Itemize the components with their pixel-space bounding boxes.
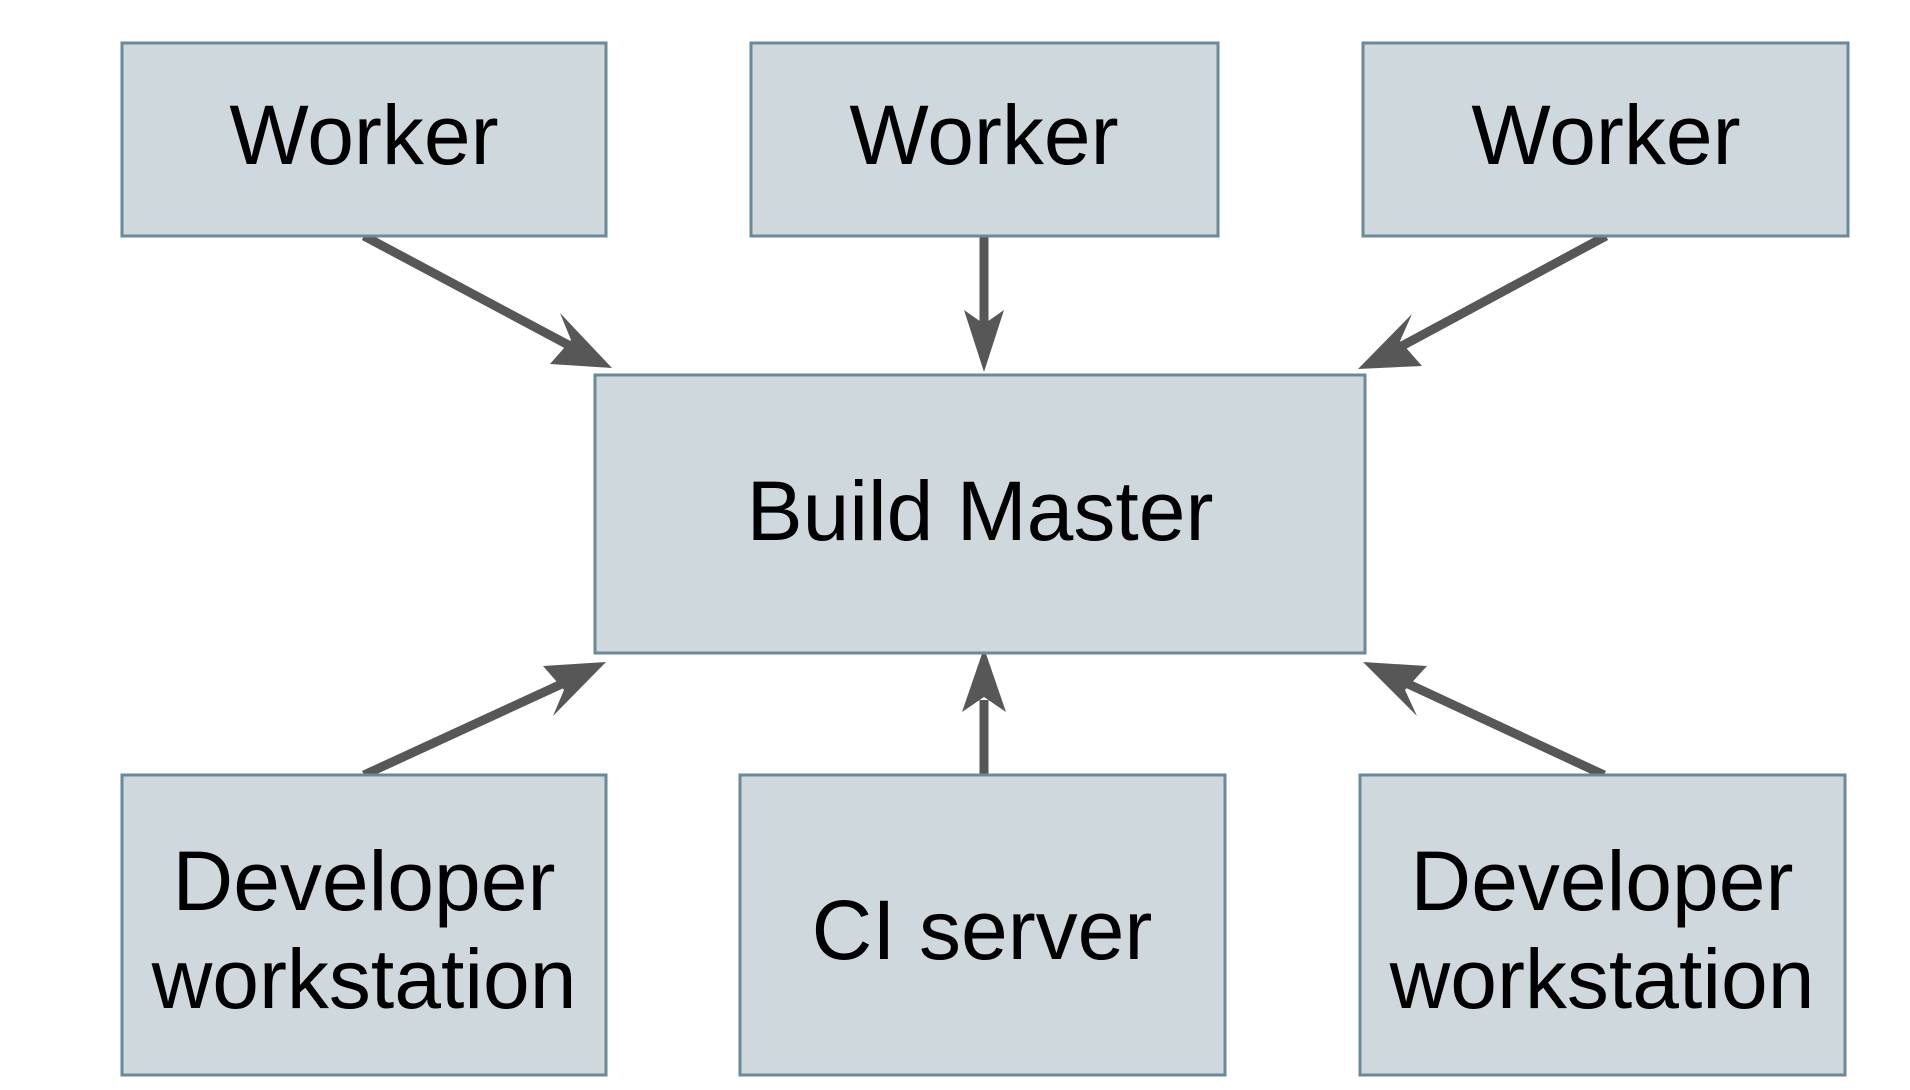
node-developer-workstation-left-label-line1: Developer bbox=[173, 834, 556, 928]
edge-shaft bbox=[1402, 677, 1606, 780]
node-developer-workstation-left-box bbox=[120, 773, 608, 1077]
edge-worker-3-to-build-master[interactable] bbox=[1358, 232, 1609, 369]
node-ci-server-label: CI server bbox=[812, 883, 1153, 977]
node-worker-2[interactable]: Worker bbox=[749, 41, 1220, 238]
edge-layer bbox=[361, 232, 1609, 780]
node-build-master[interactable]: Build Master bbox=[593, 373, 1367, 655]
node-layer: Worker Worker Worker Build Master Develo… bbox=[120, 41, 1850, 1077]
node-ci-server[interactable]: CI server bbox=[738, 773, 1227, 1077]
edge-ci-server-to-build-master[interactable] bbox=[962, 648, 1006, 775]
arrowhead-icon bbox=[1358, 314, 1422, 369]
node-worker-1[interactable]: Worker bbox=[120, 41, 608, 238]
node-build-master-box bbox=[593, 373, 1367, 655]
node-developer-workstation-left-label-line2: workstation bbox=[151, 932, 577, 1026]
edge-developer-workstation-right-to-build-master[interactable] bbox=[1363, 662, 1606, 780]
edge-shaft bbox=[361, 232, 577, 352]
edge-shaft bbox=[1397, 232, 1609, 351]
node-worker-2-label: Worker bbox=[849, 88, 1118, 182]
node-developer-workstation-right-label-line1: Developer bbox=[1411, 834, 1794, 928]
arrowhead-icon bbox=[1363, 662, 1427, 716]
node-worker-2-box bbox=[749, 41, 1220, 238]
node-worker-1-box bbox=[120, 41, 608, 238]
node-developer-workstation-right-label-line2: workstation bbox=[1389, 932, 1815, 1026]
node-worker-3-label: Worker bbox=[1471, 88, 1740, 182]
node-developer-workstation-right-box bbox=[1358, 773, 1847, 1077]
node-worker-3-box bbox=[1361, 41, 1850, 238]
edge-worker-2-to-build-master[interactable] bbox=[964, 236, 1004, 372]
arrowhead-icon bbox=[964, 310, 1004, 372]
node-developer-workstation-left[interactable]: Developer workstation bbox=[120, 773, 608, 1077]
edge-shaft bbox=[362, 677, 568, 780]
edge-developer-workstation-left-to-build-master[interactable] bbox=[362, 662, 606, 780]
node-developer-workstation-right[interactable]: Developer workstation bbox=[1358, 773, 1847, 1077]
node-build-master-label: Build Master bbox=[747, 464, 1214, 558]
edge-worker-1-to-build-master[interactable] bbox=[361, 232, 612, 368]
arrowhead-icon bbox=[550, 313, 612, 368]
arrowhead-icon bbox=[962, 648, 1006, 712]
node-ci-server-box bbox=[738, 773, 1227, 1077]
arrowhead-icon bbox=[543, 662, 606, 716]
node-worker-3[interactable]: Worker bbox=[1361, 41, 1850, 238]
node-worker-1-label: Worker bbox=[229, 88, 498, 182]
